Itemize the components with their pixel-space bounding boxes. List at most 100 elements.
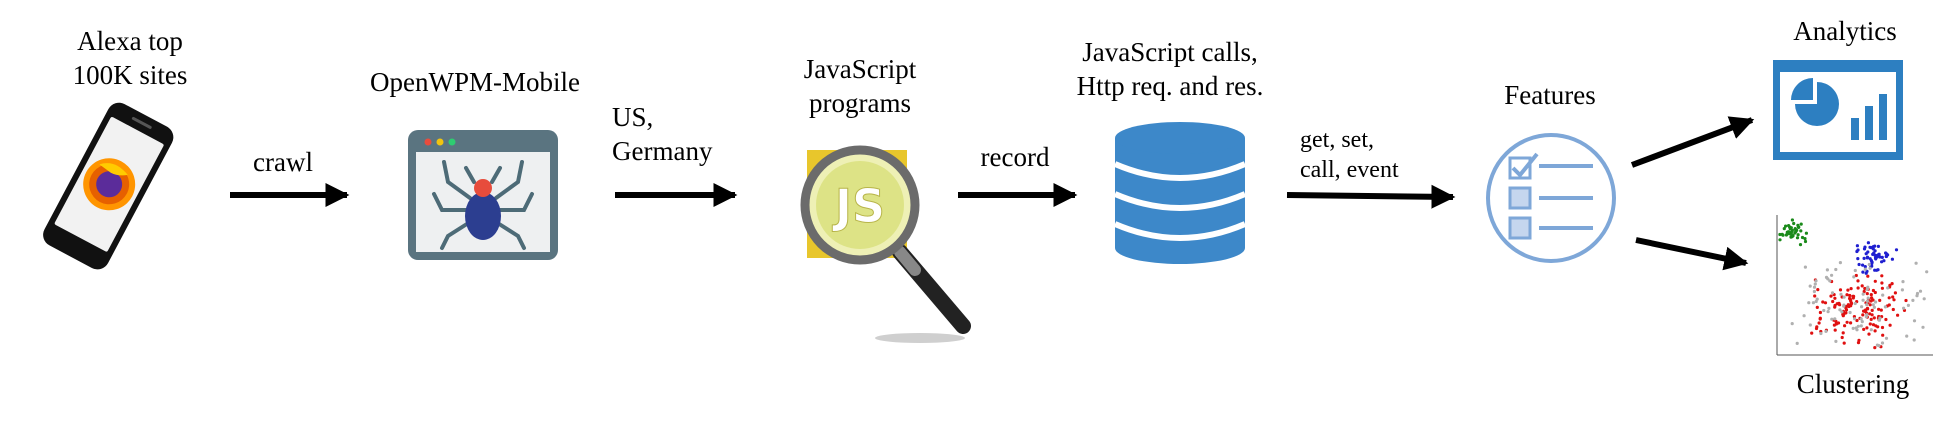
scatter-point <box>1853 268 1857 273</box>
scatter-point <box>1829 294 1833 298</box>
scatter-point <box>1868 303 1872 307</box>
scatter-point <box>1855 244 1859 248</box>
scatter-point <box>1822 308 1826 313</box>
scatter-point <box>1870 308 1874 312</box>
scatter-point <box>1872 305 1876 309</box>
scatter-point <box>1867 332 1871 336</box>
scatter-point <box>1856 341 1861 345</box>
scatter-point <box>1906 303 1910 307</box>
scatter-point <box>1873 346 1877 350</box>
scatter-point <box>1860 284 1864 288</box>
scatter-point <box>1873 279 1877 283</box>
scatter-point <box>1834 267 1838 272</box>
scatter-point <box>1862 247 1867 251</box>
scatter-point <box>1911 298 1915 302</box>
crawler-label: OpenWPM-Mobile <box>370 67 580 97</box>
scatter-point <box>1878 298 1882 302</box>
scatter-point <box>1795 341 1799 345</box>
scatter-point <box>1830 291 1835 295</box>
scatter-point <box>1846 303 1850 307</box>
scatter-point <box>1855 318 1859 323</box>
scatter-point <box>1842 304 1846 308</box>
scatter-point <box>1904 298 1908 303</box>
smartphone-firefox-icon <box>43 102 174 270</box>
scatter-point <box>1880 255 1884 259</box>
scatter-point <box>1865 326 1869 330</box>
scatter-point <box>1831 299 1835 304</box>
scatter-point <box>1802 314 1806 318</box>
scatter-point <box>1844 311 1848 315</box>
scatter-point <box>1803 239 1808 244</box>
scatter-point <box>1886 286 1890 290</box>
scatter-point <box>1888 323 1892 327</box>
scatter-point <box>1877 252 1881 256</box>
scatter-point <box>1784 224 1788 228</box>
scatter-point <box>1868 266 1872 270</box>
clustering-label: Clustering <box>1796 369 1910 399</box>
scatter-point <box>1841 312 1845 316</box>
scatter-point <box>1838 261 1842 265</box>
scatter-point <box>1826 310 1830 314</box>
scatter-point <box>1813 282 1817 286</box>
scatter-point <box>1881 333 1885 337</box>
scatter-point <box>1881 293 1885 297</box>
scatter-point <box>1896 313 1900 317</box>
scatter-point <box>1833 296 1837 300</box>
scatter-point <box>1918 289 1923 293</box>
scatter-point <box>1814 279 1818 283</box>
scatter-point <box>1860 305 1864 309</box>
scatter-point <box>1868 257 1872 261</box>
scatter-point <box>1852 275 1856 279</box>
scatter-point <box>1818 317 1822 321</box>
browser-spider-icon <box>408 130 558 260</box>
database-icon <box>1113 122 1247 264</box>
scatter-point <box>1812 289 1816 294</box>
scatter-point <box>1796 233 1800 237</box>
checklist-icon <box>1486 133 1616 263</box>
scatter-point <box>1790 322 1794 326</box>
scatter-point <box>1856 286 1860 290</box>
scatter-point <box>1856 257 1860 261</box>
scatter-point <box>1905 334 1909 338</box>
scatter-point <box>1891 295 1895 299</box>
scatter-point <box>1849 302 1853 306</box>
scatter-point <box>1860 320 1864 324</box>
scatter-point <box>1861 270 1865 274</box>
scatter-point <box>1877 307 1881 311</box>
scatter-point <box>1785 232 1789 236</box>
scatter-point <box>1807 301 1811 305</box>
scatter-point <box>1815 297 1819 301</box>
analytics-label: Analytics <box>1793 16 1897 46</box>
scatter-point <box>1824 275 1829 279</box>
scatter-point <box>1880 274 1884 278</box>
scatter-point <box>1791 234 1795 238</box>
feature-types-label: get, set, call, event <box>1300 127 1399 183</box>
scatter-point <box>1886 253 1890 257</box>
features-arrow <box>1286 184 1456 209</box>
scatter-point <box>1879 308 1883 312</box>
scatter-point <box>1861 298 1865 302</box>
scatter-point <box>1778 232 1782 237</box>
scatter-point <box>1900 288 1904 292</box>
scatter-point <box>1792 221 1796 226</box>
scatter-point <box>1859 324 1863 328</box>
scatter-point <box>1871 288 1875 293</box>
scatter-point <box>1854 273 1858 278</box>
scatter-point <box>1842 341 1846 345</box>
scatter-point <box>1846 288 1850 292</box>
scatter-point <box>1787 224 1791 228</box>
scatter-point <box>1838 308 1842 312</box>
scatter-point <box>1816 288 1820 292</box>
scatter-point <box>1875 268 1879 272</box>
scatter-point <box>1866 241 1870 245</box>
scatter-point <box>1922 297 1926 301</box>
scatter-point <box>1891 307 1895 312</box>
scatter-point <box>1833 305 1837 309</box>
scatter-point <box>1880 325 1885 330</box>
scatter-point <box>1790 218 1794 222</box>
scatter-point <box>1874 300 1878 304</box>
scatter-point <box>1800 235 1805 240</box>
scatter-point <box>1796 223 1800 227</box>
scatter-point <box>1851 326 1855 330</box>
